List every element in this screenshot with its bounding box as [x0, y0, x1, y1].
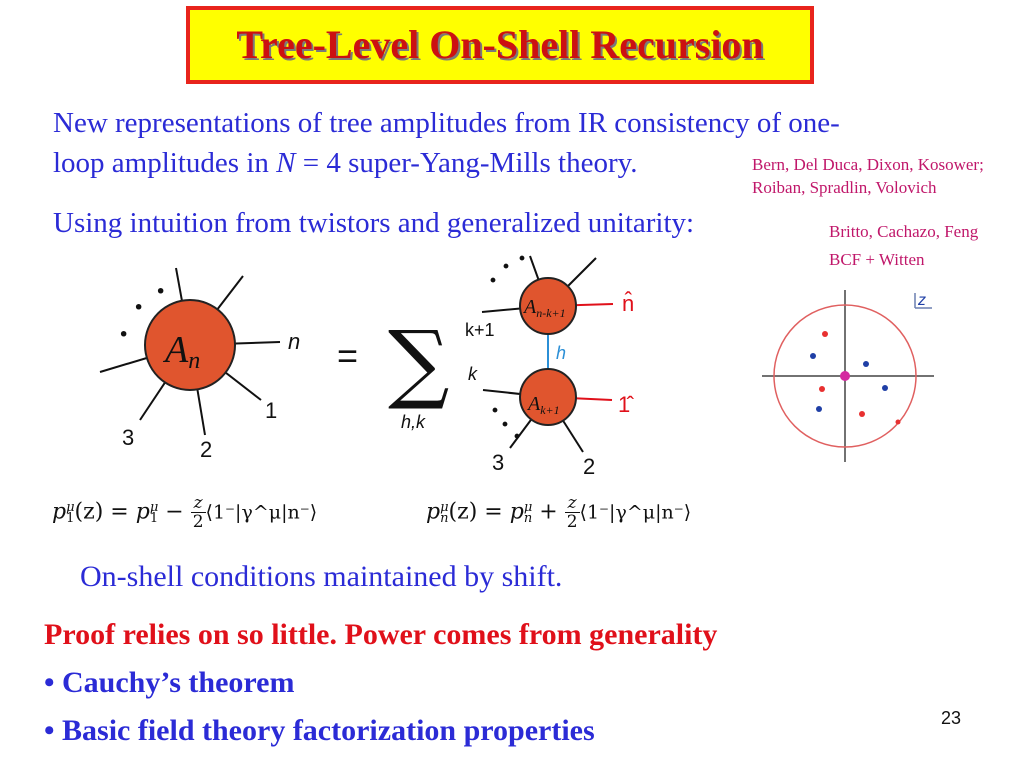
bullet-text: Cauchy’s theorem: [62, 666, 295, 699]
bullet-text: Basic field theory factorization propert…: [62, 714, 595, 747]
bullet-cauchy: • Cauchy’s theorem: [44, 666, 295, 700]
leg-nhat-label: n̂: [622, 291, 634, 316]
lhs-leg-3-label: 3: [122, 425, 134, 450]
pole-red: [819, 386, 825, 392]
intro-line-2-a: loop amplitudes in: [53, 147, 277, 179]
citation-bcf: Britto, Cachazo, Feng: [829, 222, 979, 241]
svg-text:·: ·: [501, 250, 511, 283]
top-blob-label: An-k+1: [522, 296, 566, 320]
lhs-blob-label: An: [162, 329, 200, 374]
pole-red: [859, 411, 865, 417]
leg-kp1-label: k+1: [465, 320, 495, 340]
citation-bcf-witten: BCF + Witten: [829, 250, 925, 269]
svg-text:·: ·: [500, 408, 510, 441]
leg-k-label: k: [468, 364, 478, 384]
svg-text:·: ·: [133, 289, 144, 326]
lhs-blob: [144, 299, 236, 391]
contour-circle: [773, 304, 917, 448]
bottom-blob-label: Ak+1: [526, 393, 560, 417]
title-box: [186, 6, 814, 84]
svg-text:·: ·: [490, 394, 500, 427]
svg-text:·: ·: [512, 420, 522, 453]
svg-text:·: ·: [155, 273, 166, 310]
equals-sign: =: [337, 335, 358, 376]
z-plane-label: z: [917, 292, 926, 309]
svg-text:·: ·: [118, 316, 129, 353]
svg-text:·: ·: [517, 242, 527, 275]
bottom-leg-3-label: 3: [492, 450, 504, 475]
proof-line: Proof relies on so little. Power comes f…: [44, 618, 718, 651]
bullet-glyph: •: [44, 666, 55, 699]
lhs-leg-2-label: 2: [200, 437, 212, 462]
onshell-line: On-shell conditions maintained by shift.: [80, 560, 563, 593]
bottom-dots: · · ·: [490, 394, 522, 453]
svg-text:·: ·: [488, 264, 498, 297]
origin-pole: [840, 371, 850, 381]
z-plane: z: [762, 290, 934, 462]
bullet-glyph: •: [44, 714, 55, 747]
pole-red: [822, 331, 828, 337]
citation-bern: Bern, Del Duca, Dixon, Kosower;: [752, 155, 984, 174]
lhs-dots: · · ·: [118, 273, 166, 353]
pole-blue: [810, 353, 816, 359]
pole-blue: [863, 361, 869, 367]
bottom-leg-2-label: 2: [583, 454, 595, 479]
intro-line-2-N: N: [276, 147, 296, 179]
intro-line-2-b: = 4 super-Yang-Mills theory.: [295, 147, 638, 179]
bullet-factorization: • Basic field theory factorization prope…: [44, 714, 595, 748]
top-dots: · · ·: [488, 242, 527, 297]
intro-line-1: New representations of tree amplitudes f…: [53, 107, 840, 139]
lhs-leg-1-label: 1: [265, 398, 277, 423]
citation-roiban: Roiban, Spradlin, Volovich: [752, 178, 937, 197]
bottom-blob: [519, 368, 577, 426]
page-number: 23: [941, 708, 962, 728]
pole-red: [895, 419, 901, 425]
lhs-leg-n-label: n: [288, 329, 300, 354]
leg-h-label: h: [556, 343, 566, 363]
using-line: Using intuition from twistors and genera…: [53, 207, 695, 239]
sum-index: h,k: [401, 412, 426, 432]
top-blob: [519, 277, 577, 335]
pole-blue: [816, 406, 822, 412]
intro-line-2: loop amplitudes in N = 4 super-Yang-Mill…: [53, 147, 637, 180]
pole-blue: [882, 385, 888, 391]
slide-title: Tree-Level On-Shell Recursion: [236, 22, 764, 67]
leg-1hat-label: 1̂: [618, 392, 634, 417]
sum-symbol: ∑: [388, 313, 449, 413]
